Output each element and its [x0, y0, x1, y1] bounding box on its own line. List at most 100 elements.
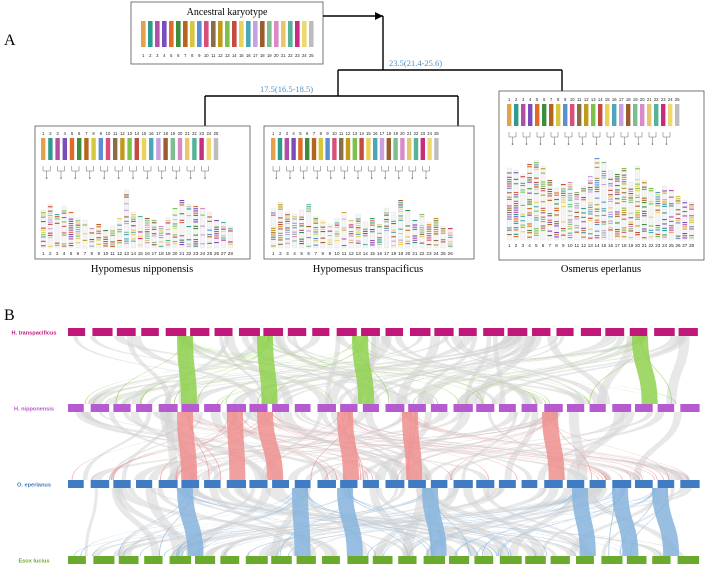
chromosome-band [527, 201, 532, 203]
karyotype-chromosome [433, 217, 439, 249]
chromosome-band [138, 231, 143, 233]
karyotype-chromosome-label: 22 [648, 243, 654, 248]
synteny-ribbon [372, 336, 565, 404]
ancestral-ref-chromosome [420, 138, 425, 160]
chromosome-band [689, 206, 694, 208]
chromosome-band [186, 208, 192, 210]
track-chromosome-block [220, 556, 240, 564]
ancestral-ref-chromosome [407, 138, 412, 160]
chromosome-band [82, 233, 88, 235]
chromosome-band [384, 227, 389, 229]
karyotype-chromosome-label: 5 [300, 251, 303, 256]
chromosome-band [391, 240, 396, 242]
chromosome-band [662, 190, 667, 192]
ancestral-ref-label: 4 [292, 131, 295, 136]
ancestral-ref-label: 17 [156, 131, 161, 136]
track-chromosome-block [483, 328, 505, 336]
divergence-time-node1: 23.5(21.4-25.6) [389, 58, 442, 68]
chromosome-body [608, 169, 613, 241]
chromosome-band [68, 220, 74, 222]
karyotype-chromosome-label: 25 [207, 251, 213, 256]
ancestral-ref-label: 24 [206, 131, 211, 136]
chromosome-band [426, 237, 432, 239]
synteny-ribbon [335, 336, 584, 404]
chromosome-body [355, 213, 361, 249]
track-chromosome-block [580, 328, 602, 336]
chromosome-band [588, 209, 593, 211]
ancestral-ref-chromosome [556, 104, 561, 126]
chromosome-band [689, 235, 694, 237]
chromosome-band [567, 193, 573, 195]
chromosome-band [547, 184, 553, 186]
karyotype-chromosome [110, 225, 116, 249]
chromosome-band [534, 210, 539, 212]
chromosome-band [628, 217, 634, 219]
ancestral-ref-chromosome [577, 104, 582, 126]
synteny-ribbon [175, 412, 340, 480]
chromosome-band [165, 222, 171, 224]
synteny-ribbon [630, 488, 668, 556]
chromosome-band [662, 223, 667, 225]
chromosome-band [47, 210, 53, 212]
chromosome-band [682, 235, 688, 237]
synteny-ribbon [288, 412, 519, 480]
ancestral-ref-chromosome [514, 104, 519, 126]
chromosome-band [193, 228, 199, 230]
synteny-ribbon [476, 488, 656, 556]
chromosome-band [124, 238, 129, 240]
chromosome-body [587, 175, 593, 241]
chromosome-band [581, 188, 586, 190]
chromosome-band [669, 216, 674, 218]
rearrangement-connector [606, 132, 615, 143]
chromosome-band [534, 215, 539, 217]
chromosome-band [540, 225, 546, 227]
chromosome-band [534, 230, 539, 232]
rearrangement-node [103, 177, 105, 179]
chromosome-band [621, 209, 627, 211]
chromosome-band [534, 232, 539, 234]
ancestral-ref-label: 22 [192, 131, 197, 136]
synteny-ribbon [184, 336, 333, 404]
chromosome-band [513, 205, 519, 207]
chromosome-band [124, 194, 129, 196]
track-chromosome-block [116, 328, 136, 336]
chromosome-band [377, 239, 382, 241]
chromosome-band [306, 206, 311, 208]
rearrangement-connector [395, 166, 403, 177]
chromosome-band [615, 193, 620, 195]
chromosome-band [419, 229, 425, 231]
chromosome-band [567, 199, 573, 201]
ancestral-chromosome-label: 8 [191, 53, 194, 58]
ancestral-ref-label: 22 [414, 131, 419, 136]
rearrangement-node [74, 177, 77, 179]
chromosome-band [520, 185, 526, 187]
chromosome-band [186, 239, 192, 241]
chromosome-band [158, 234, 164, 236]
ancestral-ref-label: 4 [64, 131, 67, 136]
track-chromosome-block [169, 556, 192, 564]
chromosome-band [193, 225, 199, 227]
ancestral-chromosome [225, 21, 230, 47]
chromosome-band [594, 237, 600, 239]
karyotype-chromosome-label: 25 [669, 243, 675, 248]
chromosome-band [398, 211, 403, 213]
ancestral-chromosome-label: 16 [246, 53, 251, 58]
synteny-ribbon [91, 488, 666, 556]
chromosome-band [89, 241, 95, 243]
ancestral-ref-chromosome [619, 104, 624, 126]
chromosome-band [507, 192, 512, 194]
chromosome-band [527, 188, 532, 190]
track-chromosome-block [245, 556, 268, 564]
synteny-ribbon [366, 336, 590, 404]
track-chromosome-block [272, 404, 290, 412]
ancestral-chromosome-label: 10 [204, 53, 209, 58]
chromosome-band [41, 221, 46, 223]
chromosome-band [405, 225, 411, 227]
chromosome-band [547, 230, 553, 232]
chromosome-band [61, 217, 67, 219]
synteny-ribbon [71, 412, 190, 480]
ancestral-ref-label: 20 [640, 97, 645, 102]
chromosome-band [594, 219, 600, 221]
chromosome-band [601, 236, 607, 238]
ancestral-ref-chromosome [325, 138, 330, 160]
